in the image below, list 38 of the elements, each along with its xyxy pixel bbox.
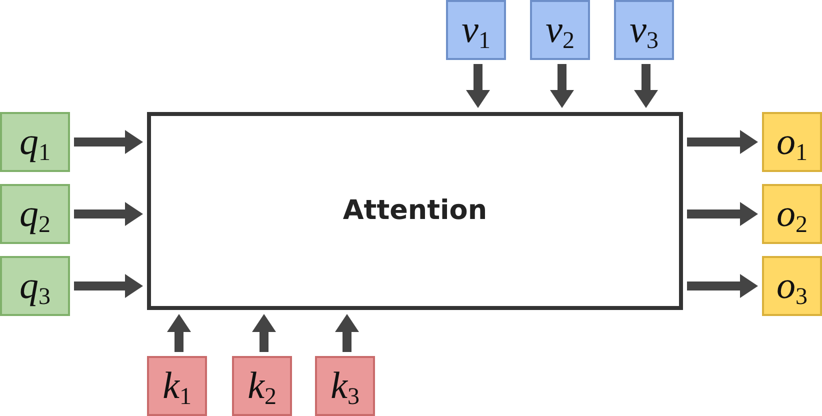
vector-symbol: o$_{2}$	[776, 195, 808, 233]
arrow	[687, 202, 758, 226]
vector-box	[614, 0, 674, 60]
vector-box	[315, 356, 375, 416]
arrow	[74, 274, 143, 298]
vector-box	[0, 184, 70, 244]
arrow	[74, 202, 143, 226]
vector-symbol: k$_{1}$	[162, 367, 192, 405]
arrow	[634, 64, 658, 108]
arrow	[335, 314, 359, 352]
vector-symbol: v$_{2}$	[546, 11, 574, 49]
vector-symbol: v$_{1}$	[462, 11, 490, 49]
vector-symbol: k$_{3}$	[330, 367, 360, 405]
vector-box	[762, 256, 822, 316]
arrow	[252, 314, 276, 352]
vector-box	[147, 356, 207, 416]
vector-box	[762, 112, 822, 172]
arrow	[466, 64, 490, 108]
vector-box	[0, 256, 70, 316]
vector-symbol: q$_{2}$	[20, 195, 50, 233]
attention-box	[147, 112, 683, 310]
vector-symbol: o$_{1}$	[776, 123, 808, 161]
arrow	[167, 314, 191, 352]
arrow	[74, 130, 143, 154]
arrow	[687, 274, 758, 298]
vector-symbol: o$_{3}$	[776, 267, 808, 305]
arrow	[550, 64, 574, 108]
vector-box	[762, 184, 822, 244]
arrow	[687, 130, 758, 154]
block-label: Attention	[342, 194, 488, 228]
vector-box	[446, 0, 506, 60]
vector-box	[232, 356, 292, 416]
vector-box	[530, 0, 590, 60]
vector-box	[0, 112, 70, 172]
vector-symbol: k$_{2}$	[248, 367, 276, 405]
vector-symbol: v$_{3}$	[630, 11, 658, 49]
vector-symbol: q$_{3}$	[20, 267, 50, 305]
vector-symbol: q$_{1}$	[20, 123, 50, 161]
